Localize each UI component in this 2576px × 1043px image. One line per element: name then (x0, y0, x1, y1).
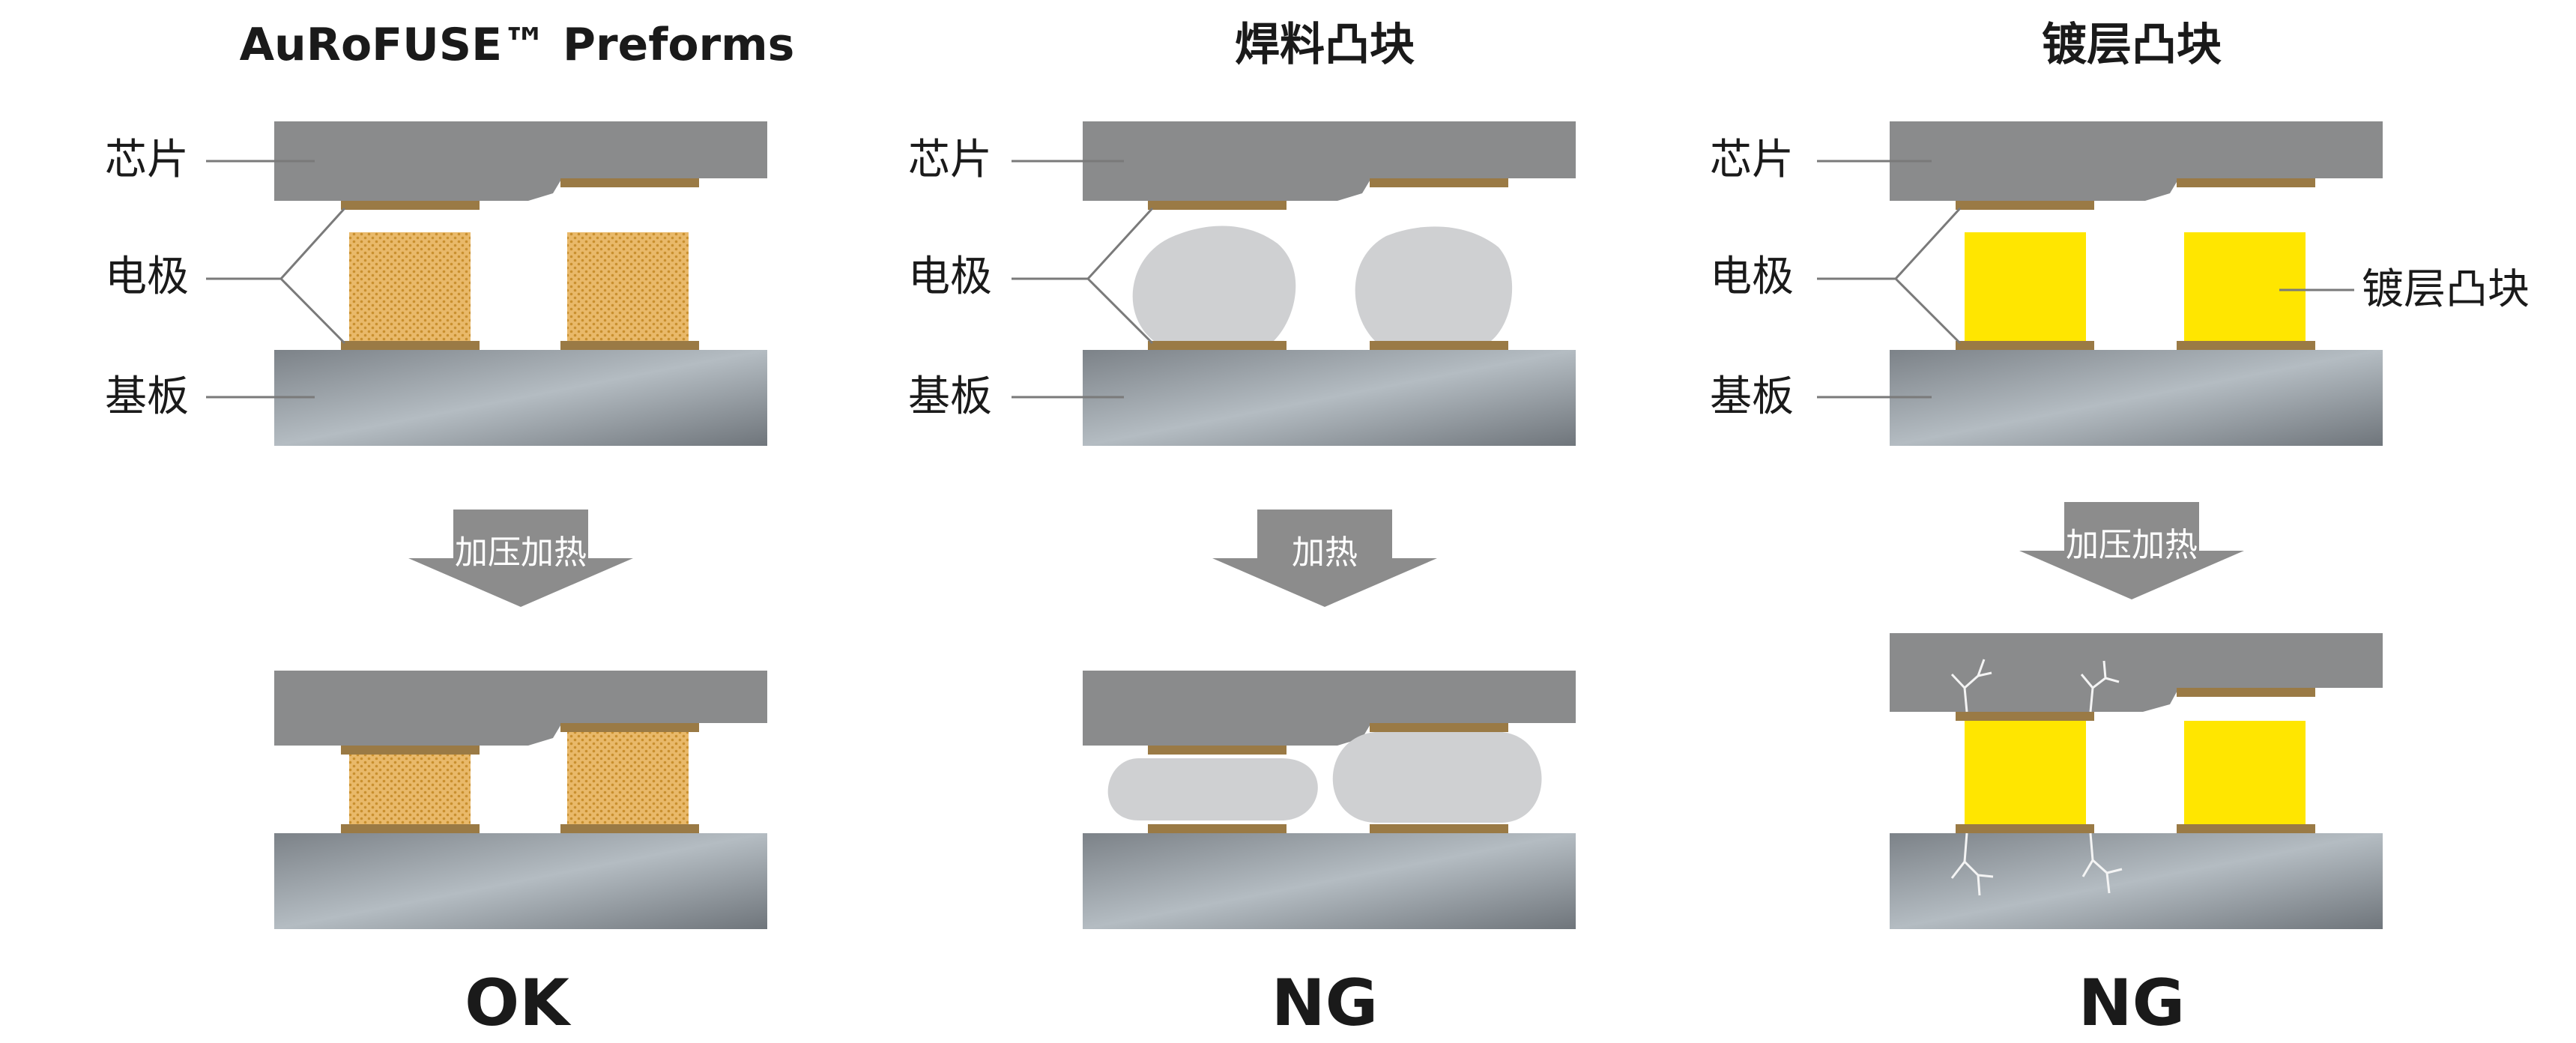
label-substrate: 基板 (105, 372, 189, 421)
substrate (1083, 833, 1576, 929)
arrow-label: 加压加热 (2066, 526, 2198, 564)
column-title: 镀层凸块 (2042, 19, 2222, 71)
preform-bump (567, 232, 689, 341)
label-chip: 芯片 (105, 136, 189, 184)
substrate (1890, 833, 2383, 929)
process-arrow: 加热 (1212, 510, 1437, 607)
top-electrode (2177, 688, 2315, 697)
bottom-electrode (560, 341, 699, 350)
substrate (1083, 350, 1576, 446)
top-electrode (1148, 746, 1287, 755)
bottom-electrode (560, 824, 699, 833)
substrate (274, 833, 767, 929)
preform-bump (567, 732, 689, 828)
substrate (1890, 350, 2383, 446)
arrow-label: 加热 (1292, 533, 1358, 572)
column-plated-bump: 镀层凸块 芯片 电极 基板 镀层凸块 加压加热 (1710, 19, 2530, 1041)
solder-bump (1132, 226, 1296, 341)
bottom-electrode (1148, 341, 1287, 350)
after-structure (274, 671, 767, 929)
process-arrow: 加压加热 (408, 510, 633, 607)
before-structure (1083, 121, 1576, 446)
preform-bump (349, 232, 471, 341)
label-electrode: 电极 (105, 253, 189, 301)
top-electrode (1956, 712, 2094, 721)
bottom-electrode (2177, 824, 2315, 833)
preform-bump (349, 755, 471, 828)
leader-line (1817, 207, 1962, 280)
substrate-crack (1950, 832, 1994, 896)
chip (274, 121, 767, 201)
down-arrow-icon (408, 510, 633, 607)
label-chip: 芯片 (1710, 136, 1794, 184)
chip-crack (1950, 659, 1992, 713)
chip (274, 671, 767, 746)
verdict: NG (1272, 966, 1379, 1041)
top-electrode (2177, 178, 2315, 187)
leader-line (1894, 277, 1962, 345)
leader-line (1086, 277, 1154, 345)
leader-line (279, 277, 346, 345)
after-structure (1083, 671, 1576, 929)
down-arrow-icon (2019, 502, 2244, 599)
bottom-electrode (1956, 341, 2094, 350)
label-electrode: 电极 (908, 253, 992, 301)
top-electrode (1370, 723, 1508, 732)
top-electrode (560, 178, 699, 187)
verdict: OK (465, 966, 572, 1041)
solder-bump (1355, 226, 1513, 341)
bottom-electrode (341, 824, 480, 833)
before-structure (274, 121, 767, 446)
bottom-electrode (1956, 824, 2094, 833)
label-chip: 芯片 (908, 136, 992, 184)
chip (1083, 121, 1576, 201)
column-preforms: AuRoFUSE™ Preforms 芯片 电极 基板 加压加热 (105, 19, 794, 1041)
before-structure (1890, 121, 2383, 446)
bottom-electrode (1148, 824, 1287, 833)
chip (1890, 633, 2383, 712)
plated-bump (2184, 232, 2306, 341)
bottom-electrode (341, 341, 480, 350)
substrate-crack (2081, 832, 2123, 894)
substrate (274, 350, 767, 446)
verdict: NG (2078, 966, 2186, 1041)
arrow-label: 加压加热 (455, 533, 587, 572)
bottom-electrode (1370, 341, 1508, 350)
top-electrode (1370, 178, 1508, 187)
plated-bump (2184, 721, 2306, 824)
top-electrode (341, 746, 480, 755)
label-plated-bump: 镀层凸块 (2362, 265, 2530, 314)
leader-line (206, 207, 346, 280)
bottom-electrode (1370, 824, 1508, 833)
column-title: AuRoFUSE™ Preforms (240, 19, 795, 71)
column-solder-bump: 焊料凸块 芯片 电极 基板 加热 (908, 19, 1576, 1041)
after-structure (1890, 633, 2383, 929)
chip-crack (2080, 660, 2120, 713)
process-arrow: 加压加热 (2019, 502, 2244, 599)
column-title: 焊料凸块 (1235, 19, 1415, 71)
plated-bump (1965, 232, 2086, 341)
label-substrate: 基板 (908, 372, 992, 421)
bottom-electrode (2177, 341, 2315, 350)
top-electrode (560, 723, 699, 732)
chip (1083, 671, 1576, 746)
solder-bump (1107, 758, 1318, 820)
label-electrode: 电极 (1710, 253, 1794, 301)
label-substrate: 基板 (1710, 372, 1794, 421)
solder-bump (1332, 732, 1542, 823)
leader-line (1012, 207, 1154, 280)
plated-bump (1965, 721, 2086, 824)
top-electrode (1956, 201, 2094, 210)
down-arrow-icon (1212, 510, 1437, 607)
top-electrode (1148, 201, 1287, 210)
chip (1890, 121, 2383, 201)
top-electrode (341, 201, 480, 210)
